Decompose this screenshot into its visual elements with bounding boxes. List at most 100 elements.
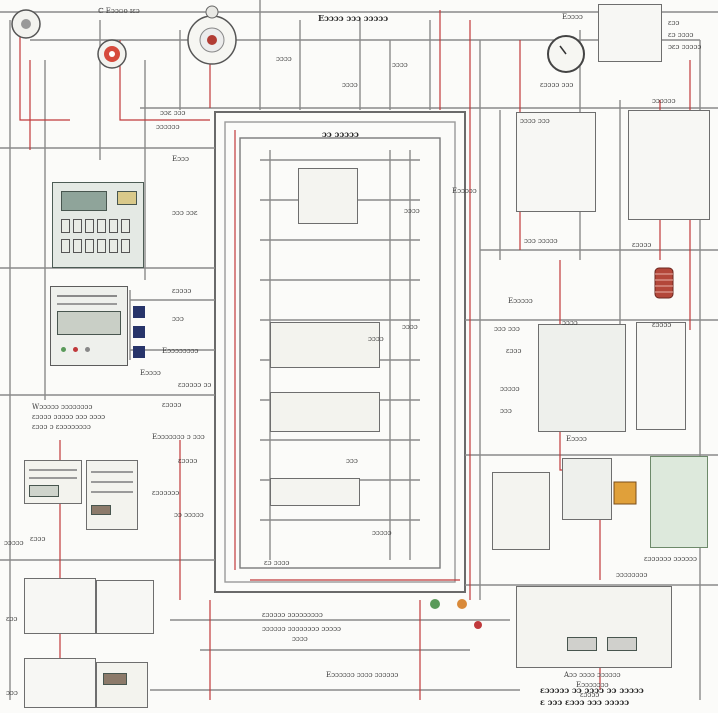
label: ɛɔɔɔɔ ɔɔɔɔɔ ɔɔɔ ɔɔɔɔ (32, 413, 106, 421)
switch-blue-3 (133, 346, 145, 358)
relay-orange (613, 481, 637, 505)
terminal-box-left-1 (24, 460, 82, 504)
label: ɔɔɔɔɔ (4, 539, 24, 547)
label: ɔɔɔɔ (392, 61, 408, 69)
mini-display (91, 505, 111, 515)
label: ɔɔɔɔɔɔ ɔɔɔɔɔɔɔɔ ɔɔɔɔɔ (262, 625, 341, 633)
label: Eɔɔɔ (172, 155, 189, 163)
label: Eɔɔɔɔ (566, 435, 587, 443)
panel-row (57, 303, 117, 305)
label: ɛɔɔɔɔ ɔɔɔ (540, 81, 574, 89)
panel-key[interactable] (85, 239, 94, 253)
center-relay-block (298, 168, 358, 224)
row (29, 469, 77, 471)
center-terminal-2 (270, 392, 380, 432)
meter-gray-top (187, 5, 237, 65)
label: Eɔɔɔɔɔɔɔ (576, 681, 609, 689)
panel-display (61, 191, 107, 211)
mini-display (103, 673, 127, 685)
label: ɔɔ ɔɔɔɔɔ (174, 511, 204, 519)
panel-key[interactable] (97, 239, 106, 253)
label: ɛɔɔɔɔɔ ɔɔ (178, 381, 212, 389)
panel-key[interactable] (85, 219, 94, 233)
label: ɛ ɔɔɔ ɛɔɔɔ ɔɔɔ ɔɔɔɔɔ (540, 697, 630, 707)
panel-key[interactable] (73, 239, 82, 253)
label: Eɔɔɔɔɔ (508, 297, 533, 305)
terminal-box-left-3 (24, 578, 96, 634)
label: ɛɔɔ (6, 615, 18, 623)
label: ɛɔɔɔ (30, 535, 46, 543)
label: ℂ Eɔɔ▫o ɪɛɔ (98, 7, 140, 15)
label: ɔɔɔɔ (562, 319, 578, 327)
panel-key[interactable] (61, 239, 70, 253)
label: Eɔɔɔɔɔɔ ɔɔɔɔ ɔɔɔɔɔɔ (326, 671, 399, 679)
label: ɔɔɔ (172, 315, 184, 323)
panel-display (57, 311, 121, 335)
panel-key[interactable] (61, 219, 70, 233)
label: ɛɔ ɔɔɔɔ (668, 31, 694, 39)
center-terminal-1 (270, 322, 380, 368)
label: ɔɔɔɔ (404, 207, 420, 215)
coil-right (654, 267, 674, 299)
switch-blue-2 (133, 326, 145, 338)
label: ɔɔɔɔɔ (372, 529, 392, 537)
meter-red-top (97, 39, 127, 69)
label: ɔɔ ɔɔɔɔɔ (322, 129, 359, 139)
label: ɛɔɔɔɔ (172, 287, 192, 295)
label: Eɔɔɔɔɔɔɔ ɔ ɔɔɔ (152, 433, 205, 441)
label: ɔɔɔɔɔɔ (652, 97, 676, 105)
label: ɔɔɔ (500, 407, 512, 415)
label: Wɔɔɔɔɔ ɔɔɔɔɔɔɔɔ (32, 403, 93, 411)
right-status-panel (650, 456, 708, 548)
label: ɔɔɔɔ (402, 323, 418, 331)
label: Eɔɔɔɔ ɔɔɔ ɔɔɔɔɔ (318, 13, 389, 23)
label: ɔɔɔɔ (292, 635, 308, 643)
bottom-right-panel (516, 586, 672, 668)
label: ɛɔɔɔɔ (652, 321, 672, 329)
label: ɛɔɔɔ ɔ ɛɔɔɔɔɔɔɔɔ (32, 423, 91, 431)
row (91, 491, 133, 493)
switch-blue-1 (133, 306, 145, 318)
label: ɛɔɔɔɔ (178, 457, 198, 465)
status-led (85, 347, 90, 352)
panel-row (57, 295, 117, 297)
control-panel-mid-left (50, 286, 128, 366)
indicator-orange (457, 599, 467, 609)
label: Eɔɔɔɔ (562, 13, 583, 21)
label: ɔɔɔ ɔɔɛ (172, 209, 198, 217)
panel-key[interactable] (121, 239, 130, 253)
label: ɔɛɔ ɔɔɔɔɔ (668, 43, 702, 51)
label: ɔɔɔɔ (276, 55, 292, 63)
panel-key[interactable] (97, 219, 106, 233)
label: Eɔɔɔɔɔɔɔɔ (162, 347, 199, 355)
label: ɛɔɔɔɔɔɔ (152, 489, 180, 497)
label: ɔɔɔ (346, 457, 358, 465)
label: ɛɔ ɔɔɔɔ (264, 559, 290, 567)
right-grid-panel (628, 110, 710, 220)
panel-key[interactable] (121, 219, 130, 233)
label: Eɔɔɔɔ (140, 369, 161, 377)
indicator-red-small (474, 621, 482, 629)
label: ɔɔɔɔ (368, 335, 384, 343)
label: ɔɔɔɔ (342, 81, 358, 89)
right-info-panel (636, 322, 686, 430)
label: ɛɔɔɔ (506, 347, 522, 355)
panel-key[interactable] (109, 239, 118, 253)
label: ɔɔɔ (6, 689, 18, 697)
row (91, 471, 133, 473)
terminal-box-left-2 (86, 460, 138, 530)
mini-display (29, 485, 59, 497)
label: Eɔɔɔɔɔ (452, 187, 477, 195)
label: ɔɔɔɔɔɔ (156, 123, 180, 131)
status-led (61, 347, 66, 352)
terminal-box-left-4 (96, 580, 154, 634)
right-spec-sheet (516, 112, 596, 212)
gauge-top-right (547, 35, 585, 73)
control-panel-upper-left (52, 182, 144, 268)
panel-display-small (117, 191, 137, 205)
right-relay-unit (562, 458, 612, 520)
label: ɛɔɔɔɔ (632, 241, 652, 249)
panel-key[interactable] (109, 219, 118, 233)
right-component-box (492, 472, 550, 550)
panel-key[interactable] (73, 219, 82, 233)
